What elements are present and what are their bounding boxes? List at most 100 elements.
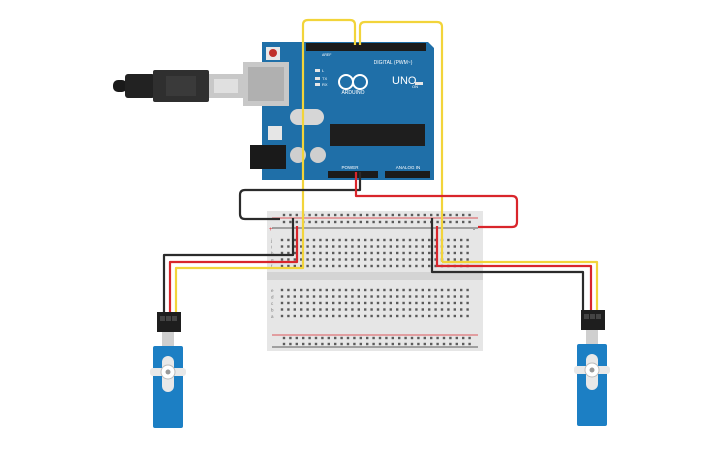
breadboard-hole[interactable] [306, 308, 309, 311]
breadboard-hole[interactable] [300, 295, 303, 298]
breadboard-hole[interactable] [383, 245, 386, 248]
breadboard-hole[interactable] [404, 342, 407, 346]
breadboard-hole[interactable] [364, 308, 367, 311]
breadboard-hole[interactable] [449, 213, 452, 217]
breadboard-hole[interactable] [434, 314, 437, 318]
breadboard-hole[interactable] [280, 288, 284, 292]
breadboard-hole[interactable] [338, 264, 341, 268]
breadboard-hole[interactable] [430, 342, 433, 346]
breadboard-hole[interactable] [302, 336, 305, 340]
breadboard-hole[interactable] [314, 336, 318, 340]
breadboard-hole[interactable] [466, 238, 469, 242]
breadboard-hole[interactable] [325, 314, 328, 318]
breadboard-hole[interactable] [359, 336, 362, 340]
breadboard-hole[interactable] [332, 238, 335, 242]
breadboard-hole[interactable] [293, 295, 296, 298]
breadboard-hole[interactable] [280, 264, 284, 268]
breadboard-hole[interactable] [402, 264, 405, 268]
breadboard-hole[interactable] [293, 301, 296, 305]
breadboard-hole[interactable] [423, 336, 426, 340]
breadboard-hole[interactable] [306, 288, 309, 292]
breadboard-hole[interactable] [351, 238, 354, 242]
breadboard-hole[interactable] [389, 288, 392, 292]
breadboard-hole[interactable] [293, 264, 296, 268]
breadboard-hole[interactable] [344, 288, 348, 292]
breadboard-hole[interactable] [428, 295, 431, 298]
breadboard-hole[interactable] [306, 295, 309, 298]
breadboard-hole[interactable] [421, 314, 424, 318]
breadboard-hole[interactable] [325, 301, 328, 305]
breadboard-hole[interactable] [293, 258, 296, 261]
breadboard-hole[interactable] [325, 251, 328, 255]
breadboard-hole[interactable] [434, 264, 437, 268]
breadboard-hole[interactable] [332, 301, 335, 305]
breadboard-hole[interactable] [466, 314, 469, 318]
breadboard-hole[interactable] [325, 264, 328, 268]
breadboard-hole[interactable] [338, 245, 341, 248]
breadboard-hole[interactable] [455, 342, 458, 346]
breadboard-hole[interactable] [312, 301, 316, 305]
breadboard-hole[interactable] [436, 336, 439, 340]
breadboard-hole[interactable] [383, 314, 386, 318]
breadboard-hole[interactable] [408, 308, 412, 311]
breadboard-hole[interactable] [376, 295, 380, 298]
breadboard-hole[interactable] [357, 314, 360, 318]
breadboard-hole[interactable] [314, 220, 318, 224]
breadboard-hole[interactable] [351, 301, 354, 305]
breadboard-hole[interactable] [312, 314, 316, 318]
breadboard-hole[interactable] [280, 251, 284, 255]
breadboard-hole[interactable] [351, 308, 354, 311]
breadboard-hole[interactable] [370, 238, 373, 242]
breadboard-hole[interactable] [389, 308, 392, 311]
breadboard-hole[interactable] [366, 342, 369, 346]
breadboard-hole[interactable] [383, 264, 386, 268]
breadboard-hole[interactable] [383, 308, 386, 311]
breadboard-hole[interactable] [421, 258, 424, 261]
breadboard-hole[interactable] [398, 220, 401, 224]
breadboard-hole[interactable] [449, 342, 452, 346]
breadboard-hole[interactable] [376, 314, 380, 318]
breadboard-hole[interactable] [408, 295, 412, 298]
breadboard-hole[interactable] [306, 245, 309, 248]
breadboard-hole[interactable] [312, 288, 316, 292]
breadboard-hole[interactable] [332, 295, 335, 298]
breadboard-hole[interactable] [402, 295, 405, 298]
breadboard-hole[interactable] [455, 213, 458, 217]
breadboard-hole[interactable] [306, 314, 309, 318]
breadboard-hole[interactable] [306, 258, 309, 261]
breadboard-hole[interactable] [396, 238, 399, 242]
breadboard-hole[interactable] [468, 213, 471, 217]
breadboard-hole[interactable] [338, 251, 341, 255]
breadboard-hole[interactable] [280, 245, 284, 248]
breadboard-hole[interactable] [344, 238, 348, 242]
breadboard-hole[interactable] [351, 295, 354, 298]
breadboard-hole[interactable] [447, 238, 450, 242]
breadboard-hole[interactable] [370, 288, 373, 292]
breadboard-hole[interactable] [460, 238, 463, 242]
breadboard-hole[interactable] [364, 314, 367, 318]
breadboard-hole[interactable] [447, 288, 450, 292]
breadboard-hole[interactable] [372, 342, 375, 346]
breadboard-hole[interactable] [466, 245, 469, 248]
breadboard-hole[interactable] [376, 288, 380, 292]
breadboard-hole[interactable] [410, 336, 414, 340]
breadboard-hole[interactable] [421, 301, 424, 305]
breadboard-hole[interactable] [398, 336, 401, 340]
breadboard-hole[interactable] [453, 251, 456, 255]
breadboard-hole[interactable] [421, 238, 424, 242]
breadboard-hole[interactable] [460, 295, 463, 298]
breadboard-hole[interactable] [428, 314, 431, 318]
breadboard-hole[interactable] [308, 342, 311, 346]
breadboard-hole[interactable] [408, 245, 412, 248]
breadboard-hole[interactable] [417, 213, 420, 217]
breadboard-hole[interactable] [338, 295, 341, 298]
breadboard-hole[interactable] [287, 264, 290, 268]
breadboard-hole[interactable] [389, 251, 392, 255]
breadboard-hole[interactable] [402, 314, 405, 318]
breadboard-hole[interactable] [287, 295, 290, 298]
breadboard-hole[interactable] [421, 251, 424, 255]
breadboard-hole[interactable] [314, 342, 318, 346]
breadboard-hole[interactable] [468, 220, 471, 224]
breadboard-hole[interactable] [346, 336, 350, 340]
